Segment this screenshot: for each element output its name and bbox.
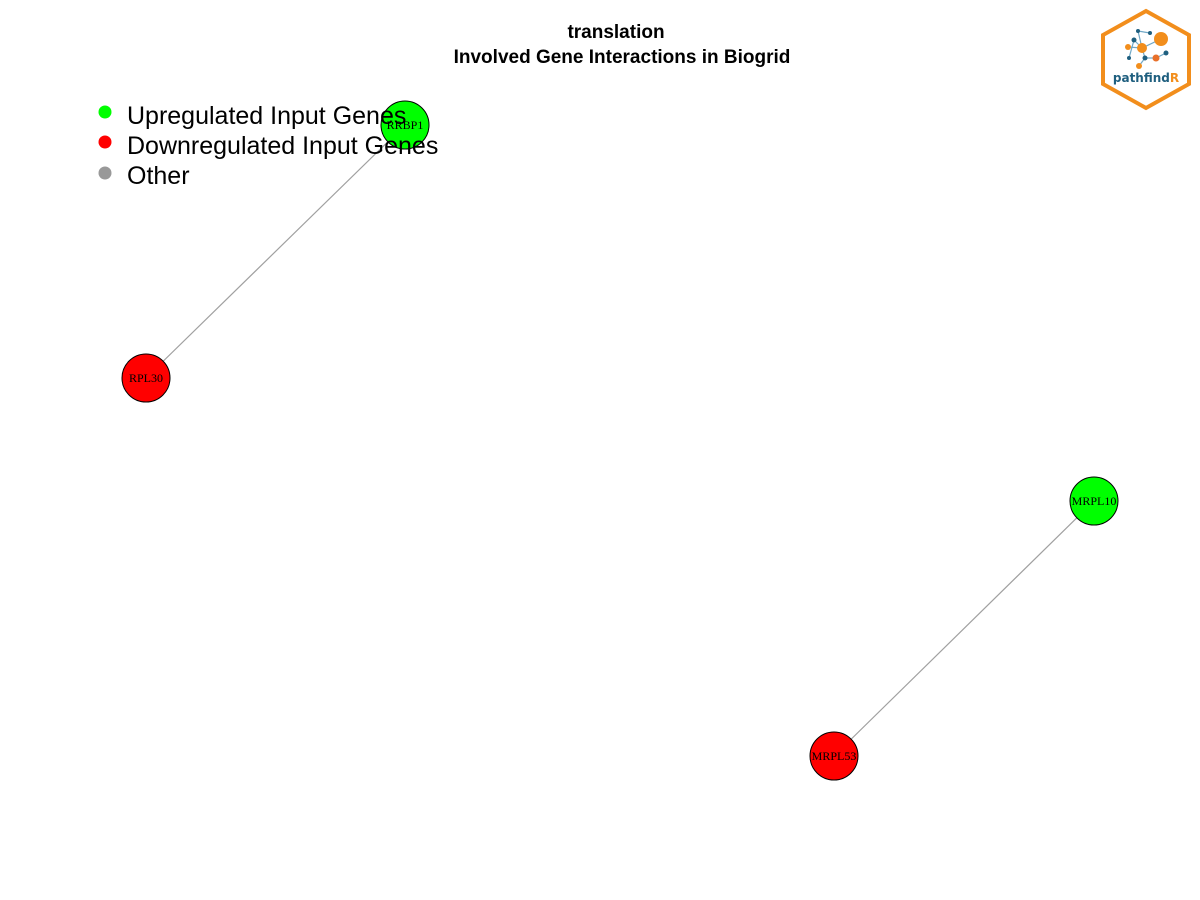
legend-label-upregulated: Upregulated Input Genes <box>127 102 406 130</box>
legend-item-downregulated: Downregulated Input Genes <box>98 132 438 160</box>
legend: Upregulated Input Genes Downregulated In… <box>98 102 438 190</box>
figure-title: translation Involved Gene Interactions i… <box>454 22 791 68</box>
legend-dot-other <box>98 166 112 180</box>
pathfindr-logo: pathfindR <box>1101 8 1191 111</box>
network-hexagon-icon <box>1125 29 1169 69</box>
title-line-1: translation <box>567 22 664 43</box>
gene-node-label: RRBP1 <box>387 118 424 132</box>
legend-item-other: Other <box>98 162 190 190</box>
gene-node-label: RPL30 <box>129 371 163 385</box>
gene-node-mrpl10: MRPL10 <box>1069 476 1119 526</box>
edges-layer <box>145 124 1095 757</box>
legend-dot-upregulated <box>98 105 112 119</box>
gene-node-circle <box>809 731 859 781</box>
gene-node-mrpl53: MRPL53 <box>809 731 859 781</box>
gene-node-rpl30: RPL30 <box>121 353 171 403</box>
gene-node-label: MRPL10 <box>1072 494 1117 508</box>
edge-mrpl10-mrpl53 <box>833 500 1095 757</box>
legend-dot-downregulated <box>98 135 112 149</box>
legend-label-downregulated: Downregulated Input Genes <box>127 132 438 160</box>
gene-node-circle <box>1069 476 1119 526</box>
edge-rrbp1-rpl30 <box>145 124 406 379</box>
gene-node-circle <box>121 353 171 403</box>
gene-node-rrbp1: RRBP1 <box>380 100 430 150</box>
gene-node-label: MRPL53 <box>812 749 857 763</box>
legend-label-other: Other <box>127 162 190 190</box>
logo-text: pathfindR <box>1113 71 1179 85</box>
legend-item-upregulated: Upregulated Input Genes <box>98 102 406 130</box>
gene-node-circle <box>380 100 430 150</box>
title-line-2: Involved Gene Interactions in Biogrid <box>454 47 791 68</box>
